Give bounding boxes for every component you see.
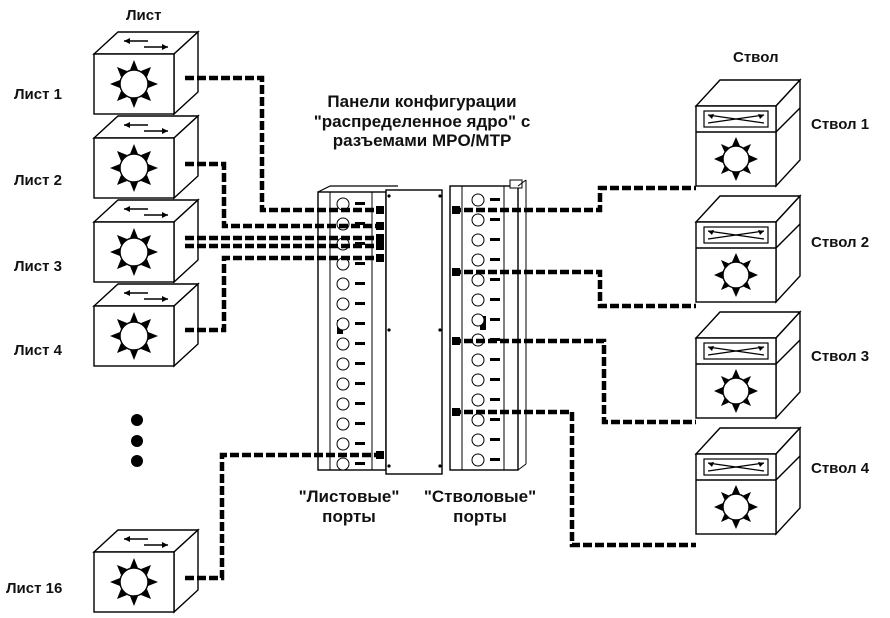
panel-port-tab (355, 422, 365, 425)
panel-port-tab (490, 398, 500, 401)
port-markers (376, 206, 460, 459)
spine-label-1: Ствол 1 (811, 116, 870, 133)
cable-spine-1 (452, 185, 696, 213)
panel-port-tab (355, 322, 365, 325)
patch-panel-icon (317, 179, 527, 475)
title-line-3: разъемами MPO/MTP (332, 131, 512, 151)
panel-port (471, 293, 485, 307)
panel-port (471, 353, 485, 367)
panel-port-tab (355, 462, 365, 465)
panel-port-tab (355, 382, 365, 385)
panel-port (336, 297, 350, 311)
panel-port (471, 313, 485, 327)
panel-port-tab (490, 258, 500, 261)
leaf-ports-line-1: "Листовые" (298, 487, 400, 506)
panel-port-tab (355, 282, 365, 285)
panel-port-tab (490, 418, 500, 421)
panel-port-tab (355, 222, 365, 225)
panel-port (336, 277, 350, 291)
diagram-title: Панели конфигурации "распределенное ядро… (282, 92, 562, 151)
panel-port (471, 393, 485, 407)
leaf-switch-icon (93, 283, 199, 367)
panel-port (471, 273, 485, 287)
panel-port (336, 437, 350, 451)
spine-label-4: Ствол 4 (811, 460, 870, 477)
panel-port-tab (490, 358, 500, 361)
panel-port (336, 377, 350, 391)
panel-port-tab (355, 402, 365, 405)
leaf-header: Лист (126, 7, 162, 24)
panel-port-tab (490, 438, 500, 441)
title-line-2: "распределенное ядро" с (313, 111, 531, 131)
leaf-label-3: Лист 3 (14, 258, 62, 275)
panel-port-tab (355, 442, 365, 445)
panel-port-tab (490, 218, 500, 221)
panel-port (471, 233, 485, 247)
cable-spine-4 (452, 409, 696, 548)
leaf-switch-icon (93, 115, 199, 199)
leaf-switch-icon (93, 529, 199, 613)
panel-port (336, 337, 350, 351)
panel-port (471, 193, 485, 207)
spine-switch-icon (695, 195, 801, 303)
leaf-switch-icon (93, 199, 199, 283)
panel-port-tab (490, 198, 500, 201)
vertical-ellipsis-icon (131, 414, 143, 467)
panel-port-tab (355, 202, 365, 205)
panel-port-tab (355, 242, 365, 245)
cable-spine-3 (452, 338, 696, 425)
panel-port-tab (355, 302, 365, 305)
cable-leaf-4 (185, 255, 384, 333)
cable-spine-2 (452, 269, 696, 309)
panel-port (471, 453, 485, 467)
spine-switch-icon (695, 427, 801, 535)
panel-port (471, 213, 485, 227)
panel-port-tab (490, 298, 500, 301)
cable-leaf-1 (185, 75, 384, 213)
leaf-ports-label: "Листовые" порты (285, 487, 413, 526)
spine-ports-label: "Стволовые" порты (410, 487, 550, 526)
cable-leaf-16 (185, 452, 384, 581)
panel-port (336, 457, 350, 471)
title-line-1: Панели конфигурации (327, 92, 517, 111)
panel-port-tab (490, 458, 500, 461)
panel-port-tab (490, 318, 500, 321)
panel-port (336, 417, 350, 431)
cable-group (185, 75, 696, 581)
spine-header: Ствол (733, 49, 779, 66)
spine-ports-line-1: "Стволовые" (423, 487, 537, 506)
spine-switch-icon (695, 79, 801, 187)
leaf-ports-line-2: порты (322, 506, 376, 526)
panel-port (336, 357, 350, 371)
spine-switch-icon (695, 311, 801, 419)
panel-port (336, 397, 350, 411)
panel-port (336, 317, 350, 331)
spine-label-3: Ствол 3 (811, 348, 870, 365)
panel-port (471, 373, 485, 387)
panel-port-tab (490, 378, 500, 381)
panel-port (471, 413, 485, 427)
panel-port-tab (355, 362, 365, 365)
leaf-switch-icon (93, 31, 199, 115)
panel-port-tab (490, 278, 500, 281)
cable-leaf-2 (185, 161, 384, 229)
leaf-label-2: Лист 2 (14, 172, 62, 189)
panel-port-tab (490, 238, 500, 241)
leaf-label-16: Лист 16 (6, 580, 63, 597)
spine-ports-line-2: порты (453, 506, 507, 526)
panel-port (471, 433, 485, 447)
panel-port-tab (355, 342, 365, 345)
panel-port-tab (355, 262, 365, 265)
spine-label-2: Ствол 2 (811, 234, 870, 251)
leaf-label-1: Лист 1 (14, 86, 62, 103)
panel-port (471, 253, 485, 267)
leaf-label-4: Лист 4 (14, 342, 62, 359)
